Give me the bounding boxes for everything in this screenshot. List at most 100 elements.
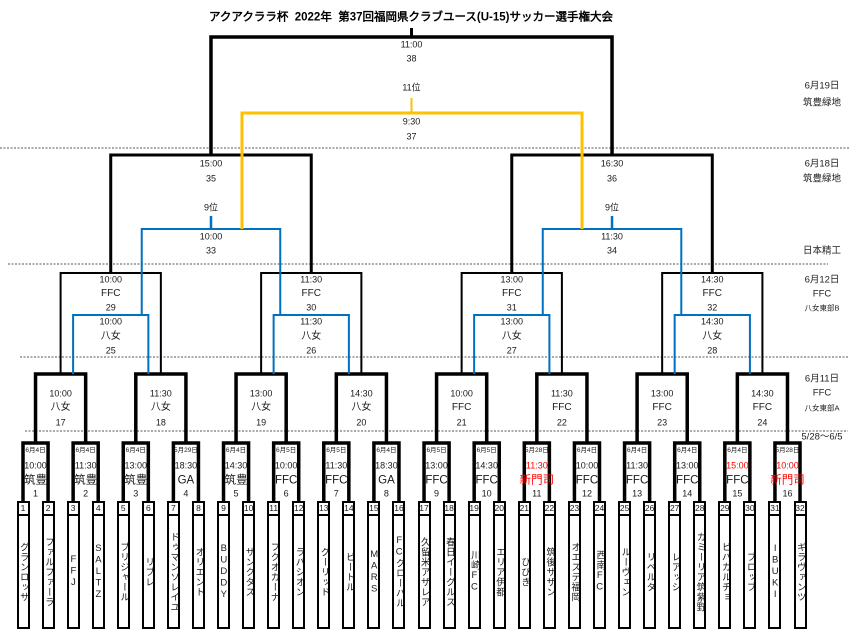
match-time: 14:30 (475, 460, 498, 471)
match-time: 10:00 (274, 460, 298, 471)
match-number: 29 (105, 302, 116, 313)
team-name: リブレ (143, 556, 155, 587)
match-number: 27 (506, 345, 517, 356)
match-date: 6月4日 (25, 446, 46, 454)
match-time: 11:30 (601, 231, 623, 242)
team-name-box: エリア伊都 (492, 514, 506, 629)
match-date: 5月28日 (524, 446, 549, 454)
match-time: 13:00 (249, 388, 273, 399)
team-name-box: BUDDY (217, 514, 231, 629)
team-name: FFJ (67, 554, 79, 589)
team-number: 8 (191, 501, 205, 516)
match-venue: FFC (451, 402, 472, 413)
team-name: BUDDY (218, 542, 230, 601)
match-date: 6月5日 (476, 446, 497, 454)
bracket-line-match-27 (473, 314, 551, 374)
match-venue: FFC (274, 474, 298, 487)
team-name-box: ドゥマンソレイユ (166, 514, 180, 629)
match-time: 10:00 (24, 460, 47, 471)
match-time: 10:00 (99, 274, 122, 285)
match-time: 10:00 (450, 388, 473, 399)
match-venue: FFC (502, 288, 522, 299)
match-date: 6月4日 (75, 446, 96, 454)
match-date: 6月4日 (125, 446, 146, 454)
team-name-box: 川崎FC (467, 514, 481, 629)
match-number: 34 (607, 245, 618, 256)
match-number: 30 (306, 302, 317, 313)
match-time: 13:00 (650, 388, 674, 399)
team-name-box: オエステ福岡 (567, 514, 581, 629)
match-time: 13:00 (500, 316, 524, 327)
bracket-line-match-26 (272, 314, 350, 374)
match-venue: FFC (676, 474, 699, 487)
team-name: オリエント (193, 546, 205, 597)
match-number: 3 (133, 488, 139, 499)
bracket-line-match-37 (240, 111, 584, 229)
team-name: ルーヴェン (619, 546, 631, 597)
match-venue: FFC (726, 474, 749, 487)
team-name-box: カミーリア筑紫野 (693, 514, 707, 629)
eleventh-place-label: 11位 (402, 82, 421, 93)
team-name-box: リブレ (141, 514, 155, 629)
page-title: アクアクララ杯 2022年 第37回福岡県クラブユース(U-15)サッカー選手権… (208, 11, 614, 24)
team-name-box: リベルタ (643, 514, 657, 629)
team-name: ビバカルチョ (719, 541, 731, 602)
team-name-box: 筑後サザン (542, 514, 556, 629)
schedule-semifinal-date: 6月18日 (804, 158, 840, 170)
team-name-box: 西南FC (592, 514, 606, 629)
match-number: 10 (481, 488, 492, 499)
match-number: 13 (632, 488, 643, 499)
team-name: ビートル (343, 551, 355, 592)
team-name: ファルファーラ (42, 536, 54, 607)
team-name: 久留米アザレア (418, 536, 430, 607)
match-time: 11:30 (525, 460, 548, 471)
match-venue: FFC (100, 288, 121, 299)
match-number: 18 (155, 417, 166, 428)
match-number: 5 (233, 488, 239, 499)
team-name-box: フクオカーナ (267, 514, 281, 629)
match-number: 31 (506, 302, 517, 313)
team-name: 筑後サザン (544, 546, 556, 597)
match-time: 14:30 (350, 388, 373, 399)
ninth-place-label: 9位 (605, 202, 620, 213)
match-venue: 八女 (100, 331, 121, 342)
team-number: 29 (718, 501, 732, 516)
team-name: エリア伊都 (493, 546, 505, 597)
match-venue: GA (378, 474, 395, 487)
final-match-number: 38 (406, 53, 417, 64)
match-time: 13:00 (675, 460, 699, 471)
match-venue: 筑豊 (124, 474, 148, 487)
match-number: 12 (581, 488, 592, 499)
match-venue: 八女 (251, 402, 272, 413)
schedule-ninth-place-venue: 日本精工 (802, 245, 842, 257)
schedule-round2-venue: FFC (812, 387, 832, 399)
match-number: 2 (83, 488, 89, 499)
match-date: 6月4日 (677, 446, 698, 454)
match-time: 10:00 (199, 231, 223, 242)
match-venue: 八女 (150, 402, 171, 413)
match-number: 1 (33, 488, 39, 499)
match-date: 6月4日 (576, 446, 598, 454)
match-time: 9:30 (402, 116, 421, 127)
match-time: 11:30 (149, 388, 172, 399)
match-number: 32 (707, 302, 718, 313)
team-name: ギラヴァンツ (794, 541, 806, 602)
match-venue: FFC (575, 474, 599, 487)
team-name: SALTZ (92, 542, 104, 601)
team-name-box: ひびき (517, 514, 531, 629)
schedule-round3-date: 6月12日 (804, 274, 840, 286)
match-venue: FFC (475, 474, 498, 487)
team-name: ブロッブ (744, 551, 756, 592)
match-time: 11:30 (325, 460, 348, 471)
bracket-line-match-28 (673, 314, 751, 374)
match-number: 8 (383, 488, 389, 499)
team-name-box: ギラヴァンツ (793, 514, 807, 629)
team-name-box: ビートル (342, 514, 356, 629)
match-date: 6月4日 (225, 446, 247, 454)
match-time: 14:30 (701, 316, 724, 327)
team-name-box: レアッシ (668, 514, 682, 629)
match-number: 17 (55, 417, 66, 428)
match-number: 6 (283, 488, 289, 499)
